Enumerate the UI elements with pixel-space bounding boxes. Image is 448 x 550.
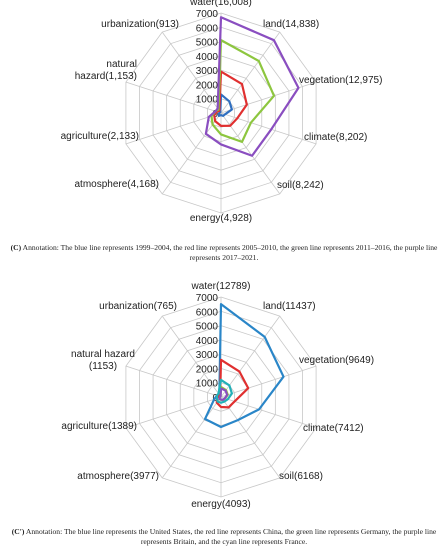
radial-tick-label: 2000 xyxy=(196,80,219,91)
radial-tick-label: 7000 xyxy=(196,293,219,304)
category-label: energy(4,928) xyxy=(190,213,252,224)
radial-tick-label: 5000 xyxy=(196,322,219,333)
radial-tick-label: 3000 xyxy=(196,66,219,77)
radial-tick-label: 5000 xyxy=(196,38,219,49)
grid-spoke xyxy=(125,396,222,429)
caption-c-prime-label: (C′) xyxy=(11,527,25,536)
radial-tick-label: 6000 xyxy=(196,23,219,34)
grid-spoke xyxy=(220,31,281,114)
category-label: atmosphere(4,168) xyxy=(75,179,160,190)
radial-tick-label: 7000 xyxy=(196,9,219,20)
grid-spoke xyxy=(220,396,281,479)
category-label: water(16,008) xyxy=(189,0,252,8)
category-label: vegetation(12,975) xyxy=(299,75,382,86)
caption-c-label: (C) xyxy=(10,243,22,252)
series-line-3 xyxy=(204,16,300,157)
category-label: vegetation(9649) xyxy=(299,355,374,366)
category-label: energy(4093) xyxy=(191,499,250,510)
grid-spoke xyxy=(161,396,222,479)
category-label: agriculture(1389) xyxy=(61,421,137,432)
category-label: atmosphere(3977) xyxy=(77,471,159,482)
grid-spoke xyxy=(161,31,222,114)
grid-spoke xyxy=(220,365,317,398)
grid-spoke xyxy=(220,396,317,429)
series-line-1 xyxy=(215,358,250,409)
radial-tick-label: 3000 xyxy=(196,350,219,361)
grid-spoke xyxy=(161,112,222,195)
caption-c: (C) Annotation: The blue line represents… xyxy=(4,243,444,263)
category-label: urbanization(913) xyxy=(101,19,179,30)
category-label: land(11437) xyxy=(263,301,316,312)
grid-spoke xyxy=(125,112,222,145)
caption-c-prime: (C′) Annotation: The blue line represent… xyxy=(4,527,444,547)
category-label: soil(6168) xyxy=(279,471,323,482)
grid-spoke xyxy=(161,315,222,398)
category-label: water(12789) xyxy=(191,281,251,292)
category-label: agriculture(2,133) xyxy=(61,131,139,142)
category-label: natural hazard(1153) xyxy=(71,349,135,372)
radial-tick-label: 4000 xyxy=(196,52,219,63)
radar-chart-c: 01000200030004000500060007000water(16,00… xyxy=(61,0,383,224)
radar-chart-c-prime: 01000200030004000500060007000water(12789… xyxy=(61,281,374,510)
radial-tick-label: 4000 xyxy=(196,336,219,347)
series-line-3 xyxy=(218,387,229,401)
caption-c-text: Annotation: The blue line represents 199… xyxy=(22,243,438,262)
radial-tick-label: 2000 xyxy=(196,364,219,375)
category-label: land(14,838) xyxy=(263,19,319,30)
grid-spoke xyxy=(220,315,281,398)
category-label: climate(7412) xyxy=(303,423,364,434)
category-label: climate(8,202) xyxy=(304,132,367,143)
series-line-0 xyxy=(217,93,233,117)
series-line-4 xyxy=(215,378,233,404)
grid-spoke xyxy=(125,365,222,398)
radial-tick-label: 1000 xyxy=(196,379,219,390)
caption-c-prime-text: Annotation: The blue line represents the… xyxy=(25,527,437,546)
series-line-1 xyxy=(213,70,248,127)
grid-spoke xyxy=(125,81,222,114)
grid-spoke xyxy=(220,81,317,114)
radial-tick-label: 6000 xyxy=(196,307,219,318)
category-label: soil(8,242) xyxy=(277,180,324,191)
category-label: urbanization(765) xyxy=(99,301,177,312)
radial-tick-label: 1000 xyxy=(196,95,219,106)
